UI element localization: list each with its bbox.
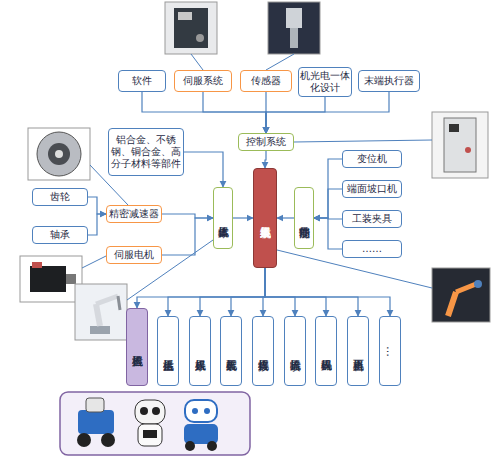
controller-cabinet-photo	[432, 112, 488, 178]
vertical-box: 娱乐机器人	[189, 316, 211, 386]
connector	[314, 159, 342, 218]
process-box: 伺服电机	[106, 246, 162, 264]
connector	[88, 197, 106, 214]
patrol-robot-1	[77, 398, 115, 447]
patrol-robot-2	[135, 400, 165, 446]
industrial-arm-photo	[75, 284, 127, 340]
service-robot-photo	[432, 268, 490, 322]
node-text: 伺服系统	[183, 75, 223, 87]
connector	[233, 217, 253, 218]
process-box: 机光电一体化设计	[298, 67, 352, 97]
node-text: 端面坡口机	[347, 183, 397, 195]
vertical-box: …	[379, 316, 401, 386]
node-text: 传感器	[251, 75, 281, 87]
vertical-box: 巡检机器人	[126, 308, 148, 386]
node-text: …	[384, 346, 396, 357]
process-box: 伺服系统	[174, 70, 232, 92]
connector	[200, 268, 265, 316]
node-text: 末端执行器	[364, 75, 414, 87]
connector	[142, 92, 266, 133]
node-text: 机光电一体化设计	[299, 70, 351, 94]
vertical-box: 机器人本体	[213, 187, 233, 249]
node-text: 齿轮	[50, 191, 70, 203]
vertical-box: 焊接机器人	[252, 316, 274, 386]
vertical-box: 机器人系统集成	[253, 168, 277, 268]
robot-panel	[60, 392, 250, 455]
node-text: 变位机	[357, 153, 387, 165]
servo-motor-photo	[20, 256, 82, 302]
process-box: 传感器	[240, 70, 292, 92]
process-box: 工装夹具	[342, 210, 402, 228]
vertical-box: 码垛机器人	[315, 316, 337, 386]
connector	[231, 268, 265, 316]
connector	[265, 268, 390, 316]
connector	[184, 152, 223, 187]
leader-line	[294, 140, 432, 142]
connector	[314, 189, 342, 218]
vertical-box: 喷涂机器人	[284, 316, 306, 386]
leader-line	[82, 256, 106, 268]
patrol-robot-3	[184, 400, 218, 451]
process-box: 软件	[118, 70, 166, 92]
node-text: 精密减速器	[109, 208, 159, 220]
connector	[266, 97, 325, 133]
process-box: 铝合金、不锈钢、铜合金、高分子材料等部件	[108, 128, 184, 176]
connector	[265, 151, 266, 168]
node-text: 伺服电机	[114, 249, 154, 261]
connector	[265, 268, 295, 316]
leader-line	[266, 54, 294, 70]
node-text: 控制系统	[246, 136, 286, 148]
process-box: 末端执行器	[358, 70, 420, 92]
connector	[265, 268, 358, 316]
vertical-box: 生活机器人	[157, 316, 179, 386]
node-text: ……	[362, 243, 382, 255]
node-text: 工装夹具	[352, 213, 392, 225]
connector	[277, 217, 294, 218]
reducer-photo	[28, 128, 90, 180]
connector	[162, 218, 213, 255]
process-box: ……	[342, 240, 402, 258]
connector	[137, 268, 265, 308]
servo-driver-photo	[165, 2, 217, 54]
node-text: 铝合金、不锈钢、铜合金、高分子材料等部件	[109, 134, 183, 170]
connector	[88, 214, 106, 235]
process-box: 变位机	[342, 150, 402, 168]
process-box: 端面坡口机	[342, 180, 402, 198]
vertical-box: 功能零部件	[294, 187, 314, 249]
sensor-photo	[268, 2, 320, 54]
process-box: 控制系统	[238, 133, 294, 151]
vertical-box: 上下料机器人	[347, 316, 369, 386]
node-text: 轴承	[50, 229, 70, 241]
process-box: 轴承	[32, 226, 88, 244]
process-box: 精密减速器	[106, 205, 162, 223]
node-text: 软件	[132, 75, 152, 87]
vertical-box: 装配机器人	[220, 316, 242, 386]
connector	[203, 92, 266, 133]
connector	[266, 92, 389, 133]
process-box: 齿轮	[32, 188, 88, 206]
leader-line	[191, 54, 203, 70]
connector	[168, 268, 265, 316]
connector	[314, 218, 342, 249]
connector	[265, 268, 326, 316]
